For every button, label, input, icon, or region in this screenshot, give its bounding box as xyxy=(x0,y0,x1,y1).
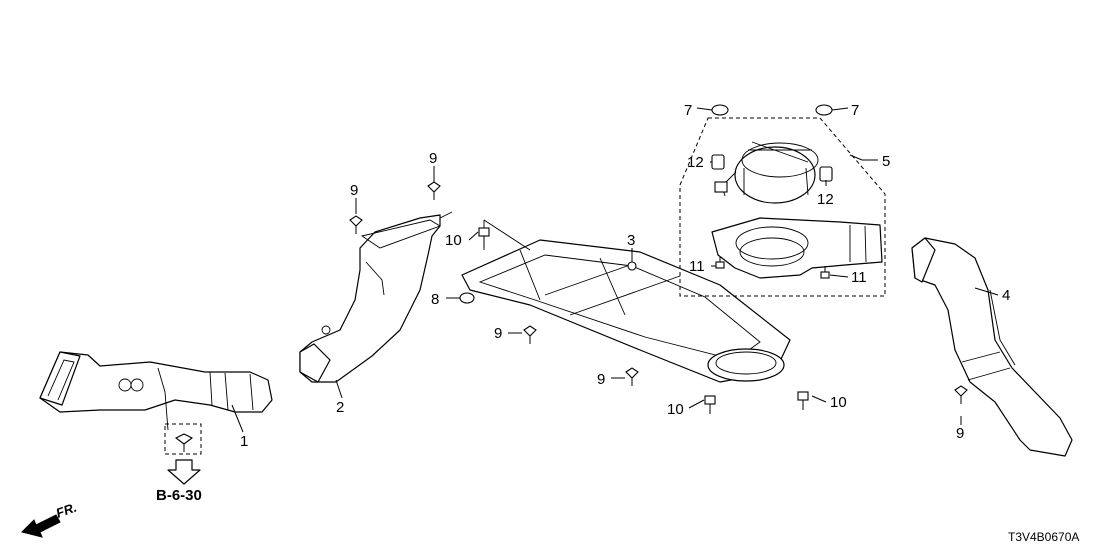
bolt-10a xyxy=(478,227,490,248)
dashed-clip-box xyxy=(164,423,202,455)
front-label: FR. xyxy=(54,500,79,521)
callout-11a: 11 xyxy=(689,258,705,275)
front-arrow xyxy=(21,514,61,538)
blower-motor xyxy=(714,141,819,204)
callout-12a: 12 xyxy=(687,154,704,171)
callout-9a: 9 xyxy=(350,182,358,199)
callout-10b: 10 xyxy=(667,401,684,418)
screw-11b xyxy=(820,266,830,279)
clip-9a xyxy=(349,215,363,234)
callout-8: 8 xyxy=(431,291,439,308)
nut-8 xyxy=(459,292,475,304)
duct-4 xyxy=(911,237,1073,457)
reference-arrow xyxy=(167,459,201,485)
clip-9e xyxy=(954,385,968,404)
clip-9c xyxy=(523,325,537,344)
callout-4: 4 xyxy=(1002,287,1010,304)
callout-10c: 10 xyxy=(830,394,847,411)
clip-9d xyxy=(625,367,639,386)
callout-1: 1 xyxy=(240,433,248,450)
callout-7a: 7 xyxy=(684,102,692,119)
nut-7a xyxy=(711,104,729,116)
grommet-12b xyxy=(819,166,833,182)
screw-11a xyxy=(715,256,725,269)
duct-2 xyxy=(299,211,453,383)
callout-9d: 9 xyxy=(597,371,605,388)
callout-12b: 12 xyxy=(817,191,834,208)
bolt-10c xyxy=(797,391,809,410)
leader-lines xyxy=(231,107,999,433)
tray-3 xyxy=(461,219,791,383)
callout-9c: 9 xyxy=(494,325,502,342)
diagram-code: T3V4B0670A xyxy=(1008,530,1079,544)
nut-7b xyxy=(815,104,833,116)
blower-housing xyxy=(711,217,883,279)
callout-11b: 11 xyxy=(851,269,867,286)
callout-9e: 9 xyxy=(956,425,964,442)
callout-3: 3 xyxy=(627,232,635,249)
grommet-12a xyxy=(711,154,725,170)
bolt-10b xyxy=(704,395,716,414)
callout-5: 5 xyxy=(882,153,890,170)
duct-1 xyxy=(39,351,273,431)
clip-9b xyxy=(427,181,441,200)
callout-9b: 9 xyxy=(429,150,437,167)
callout-7b: 7 xyxy=(851,102,859,119)
callout-10a: 10 xyxy=(445,232,462,249)
reference-label: B-6-30 xyxy=(156,487,202,504)
callout-2: 2 xyxy=(336,399,344,416)
blower-group xyxy=(679,117,886,297)
